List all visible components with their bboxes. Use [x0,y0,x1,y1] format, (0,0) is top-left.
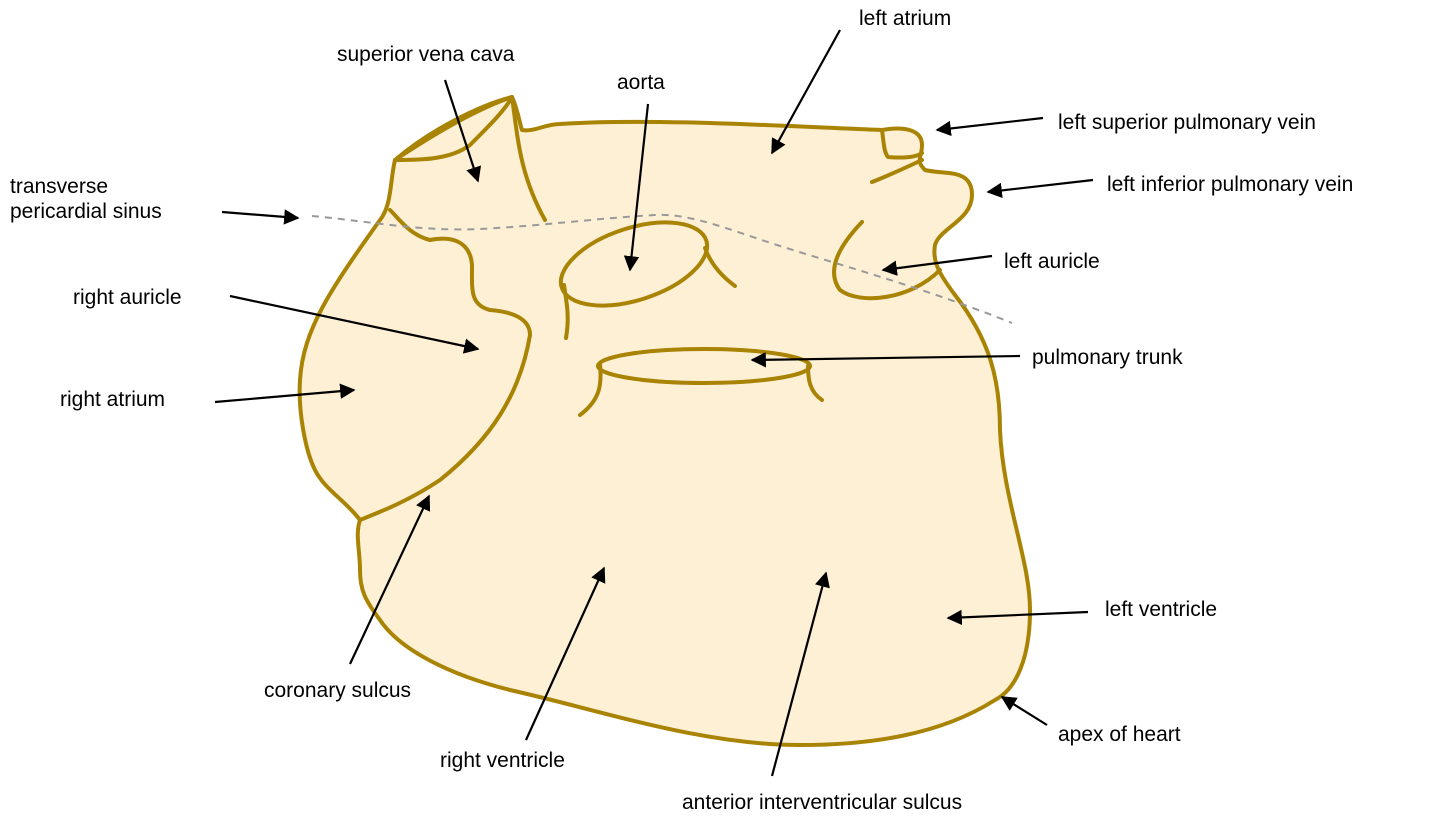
label-left-superior-pulmonary-vein: left superior pulmonary vein [1058,111,1316,134]
label-anterior-interventricular-sulcus: anterior interventricular sulcus [682,791,962,814]
arrow-apex [1002,697,1047,725]
label-superior-vena-cava: superior vena cava [337,43,515,66]
label-right-auricle: right auricle [73,286,182,309]
label-pulmonary-trunk: pulmonary trunk [1032,346,1183,369]
label-left-atrium: left atrium [859,7,951,30]
arrow-left-sup-pulm-vein [937,118,1043,130]
arrow-left-inf-pulm-vein [988,180,1093,192]
label-transverse: transverse [10,175,108,198]
arrow-transverse-sinus [222,212,298,218]
label-apex-of-heart: apex of heart [1058,723,1181,746]
label-right-atrium: right atrium [60,388,165,411]
label-left-inferior-pulmonary-vein: left inferior pulmonary vein [1107,173,1353,196]
label-coronary-sulcus: coronary sulcus [264,679,411,702]
heart-silhouette [300,97,1030,745]
label-left-ventricle: left ventricle [1105,598,1217,621]
label-pericardial-sinus: pericardial sinus [10,200,162,223]
label-right-ventricle: right ventricle [440,749,565,772]
label-aorta: aorta [617,71,665,94]
label-left-auricle: left auricle [1004,250,1100,273]
